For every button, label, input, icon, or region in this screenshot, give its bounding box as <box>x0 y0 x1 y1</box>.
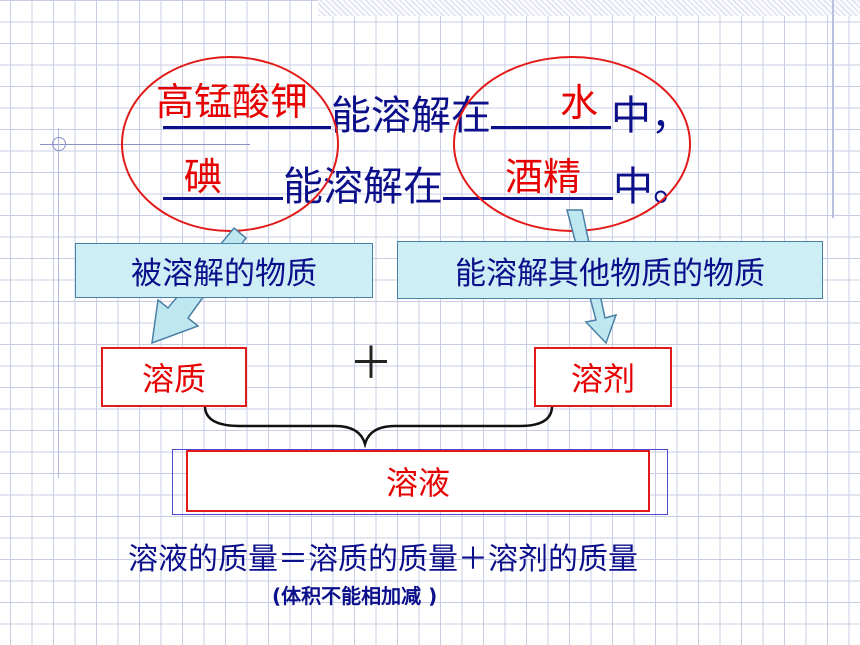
solvent-definition-box: 能溶解其他物质的物质 <box>397 241 823 299</box>
volume-note: (体积不能相加减 ) <box>272 584 438 608</box>
solvent-box: 溶剂 <box>534 347 672 407</box>
mass-formula: 溶液的质量＝溶质的质量＋溶剂的质量 <box>128 542 638 577</box>
solute-definition-box: 被溶解的物质 <box>75 243 373 298</box>
ring-mark-icon <box>52 137 66 151</box>
solution-box: 溶液 <box>186 450 650 512</box>
solution-outer-box <box>172 449 668 515</box>
solute-box: 溶质 <box>101 347 247 407</box>
top-pattern-bar <box>318 0 860 16</box>
solute-highlight-circle <box>121 56 339 232</box>
plus-sign: ＋ <box>349 338 393 389</box>
left-vertical-decor-line <box>58 128 59 478</box>
right-decor-line <box>832 0 834 218</box>
brace-shape <box>203 405 554 449</box>
